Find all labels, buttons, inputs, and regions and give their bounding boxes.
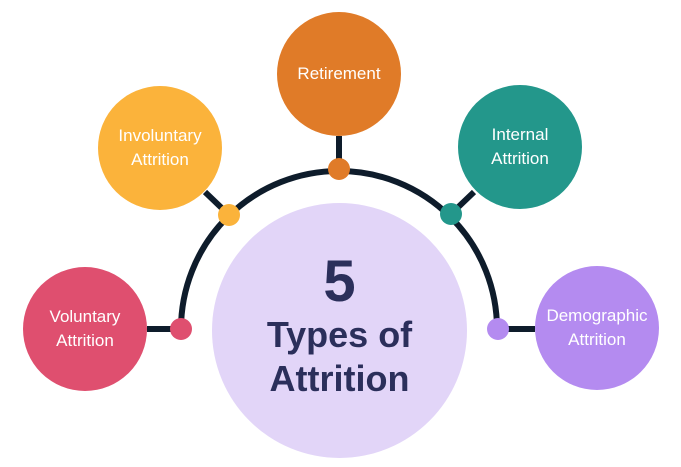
- center-number: 5: [323, 248, 356, 314]
- bubble-internal-attrition: Internal Attrition: [458, 85, 582, 209]
- center-circle: 5 Types of Attrition: [212, 203, 467, 458]
- node-dot-voluntary: [170, 318, 192, 340]
- center-title: Types of Attrition: [267, 313, 412, 401]
- bubble-voluntary-label: Voluntary Attrition: [49, 307, 121, 350]
- bubble-demographic-label: Demographic Attrition: [546, 306, 648, 349]
- bubble-retirement-label: Retirement: [297, 64, 381, 83]
- node-dot-demographic: [487, 318, 509, 340]
- bubble-demographic-attrition: Demographic Attrition: [535, 266, 659, 390]
- center-title-line1: Types of: [266, 313, 413, 355]
- node-dot-internal: [440, 203, 462, 225]
- bubble-voluntary-attrition: Voluntary Attrition: [23, 267, 147, 391]
- bubble-involuntary-attrition: Involuntary Attrition: [98, 86, 222, 210]
- bubble-involuntary-label: Involuntary Attrition: [118, 126, 202, 169]
- bubble-retirement: Retirement: [277, 12, 401, 136]
- bubble-internal-label: Internal Attrition: [491, 125, 549, 168]
- node-dot-retirement: [328, 158, 350, 180]
- node-dot-involuntary: [218, 204, 240, 226]
- center-title-line2: Attrition: [269, 357, 410, 399]
